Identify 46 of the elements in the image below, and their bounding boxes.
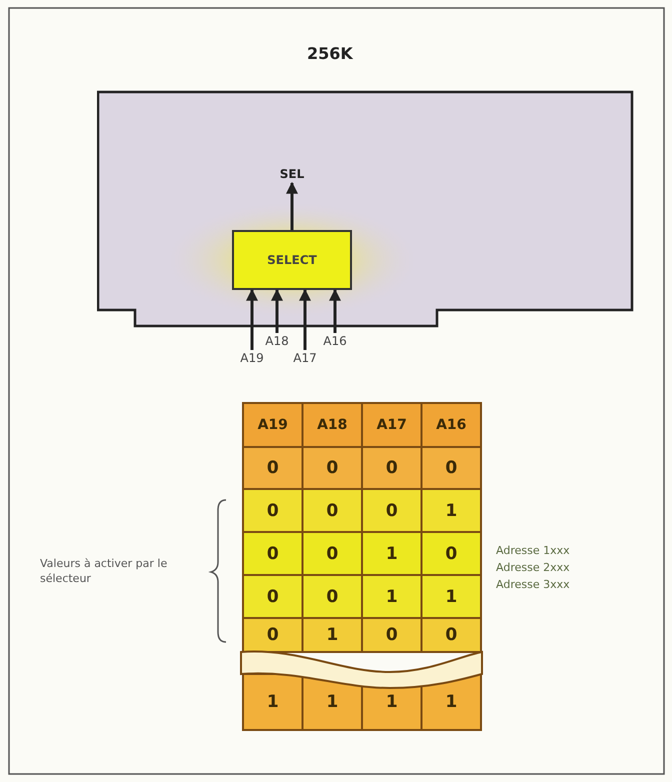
signal-name: SEL — [276, 165, 308, 183]
bit-value: 0 — [266, 624, 280, 647]
address-note: Adresse 3xxx — [496, 578, 570, 591]
arrow — [271, 288, 283, 333]
bit-value: 0 — [266, 500, 280, 522]
bit-value: 0 — [325, 457, 340, 480]
column-header: A19 — [256, 416, 289, 435]
arrow — [299, 288, 311, 350]
bit-value: 1 — [384, 542, 399, 566]
bit-value: 1 — [444, 691, 458, 714]
signal-name: A18 — [262, 333, 292, 349]
bit-value: 0 — [384, 457, 399, 480]
column-header: A17 — [376, 416, 408, 435]
arrow — [329, 288, 341, 333]
bit-value: 1 — [325, 691, 340, 714]
bit-value: 0 — [444, 457, 458, 480]
bit-value: 1 — [384, 586, 399, 608]
board-title: 256K — [307, 44, 353, 63]
bit-value: 1 — [325, 624, 340, 647]
column-header: A18 — [316, 416, 348, 435]
arrow — [286, 182, 298, 230]
bit-value: 1 — [384, 691, 399, 714]
bit-value: 0 — [266, 586, 280, 608]
bit-value: 0 — [444, 624, 458, 647]
bit-value: 0 — [325, 500, 340, 522]
bit-value: 0 — [266, 457, 280, 480]
arrow — [246, 288, 258, 350]
bit-value: 0 — [325, 586, 340, 608]
chip-label: SELECT — [267, 253, 317, 267]
signal-name: A16 — [320, 333, 350, 349]
bit-value: 1 — [266, 691, 280, 714]
column-header: A16 — [435, 416, 468, 435]
selector-chip — [232, 230, 352, 290]
memory-board — [97, 44, 634, 328]
bit-value: 0 — [384, 500, 399, 522]
bit-value: 1 — [444, 500, 458, 522]
signal-name: A17 — [290, 350, 320, 366]
address-note: Adresse 1xxx — [496, 544, 570, 557]
address-note: Adresse 2xxx — [496, 561, 570, 574]
note-text: Valeurs à activer par le sélecteur — [40, 556, 168, 586]
bit-value: 0 — [325, 542, 340, 566]
bit-value: 0 — [444, 542, 458, 566]
bit-value: 0 — [266, 542, 280, 566]
bit-value: 0 — [384, 624, 399, 647]
signal-name: A19 — [237, 350, 267, 366]
bit-value: 1 — [444, 586, 458, 608]
